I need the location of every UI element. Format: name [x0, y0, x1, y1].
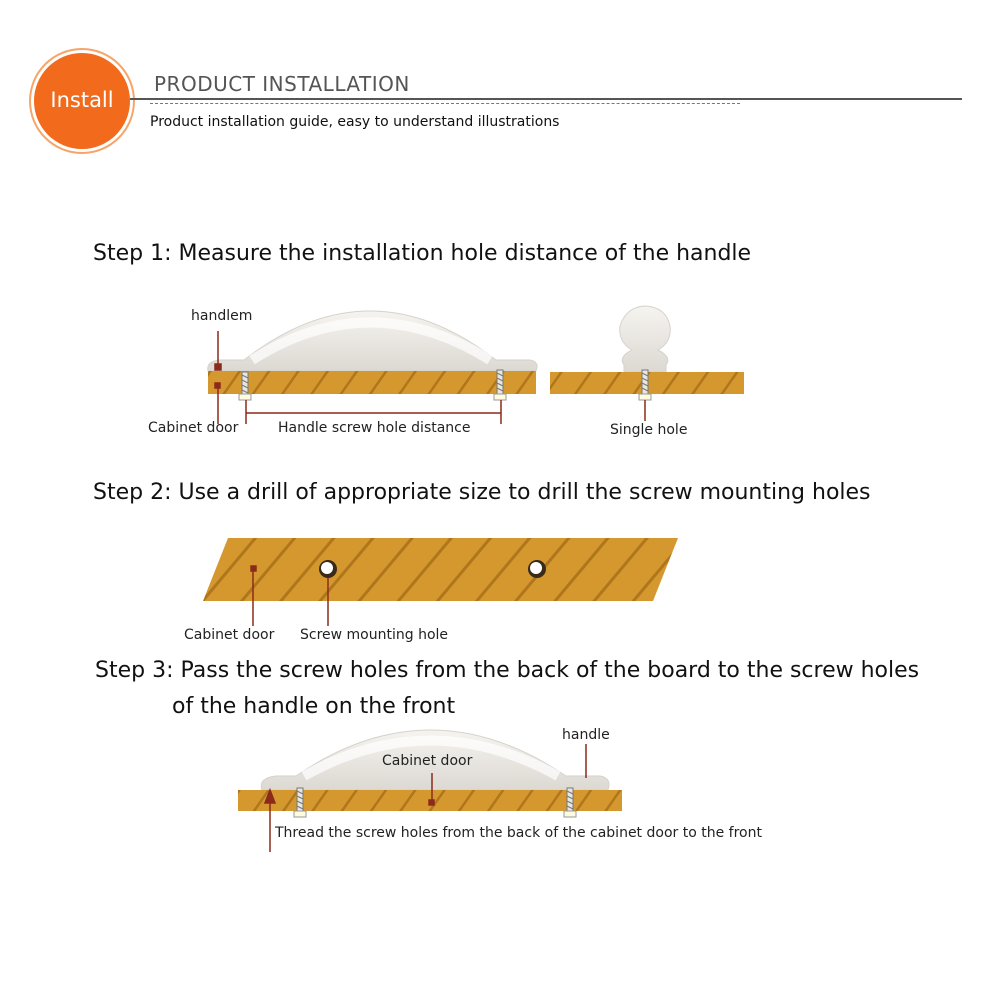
up-arrow-icon — [263, 787, 277, 804]
header-divider — [130, 98, 962, 100]
page-subtitle: Product installation guide, easy to unde… — [150, 114, 560, 130]
page-title: PRODUCT INSTALLATION — [154, 72, 410, 96]
step1-single-hole-label: Single hole — [610, 422, 688, 438]
step3-title-line2: of the handle on the front — [172, 694, 456, 719]
step3-assembled-diagram — [238, 729, 622, 852]
step1-left-screw — [238, 371, 252, 401]
step3-thread-label: Thread the screw holes from the back of … — [275, 825, 762, 841]
step1-title: Step 1: Measure the installation hole di… — [93, 241, 752, 266]
knob-handle — [619, 305, 671, 373]
step1-leader-lines — [214, 331, 502, 424]
install-badge — [34, 53, 130, 149]
step2-title: Step 2: Use a drill of appropriate size … — [93, 480, 871, 505]
step3-leader-lines — [263, 744, 587, 852]
step2-cabinet-door-label: Cabinet door — [184, 627, 275, 643]
step3-right-screw — [563, 787, 577, 818]
step1-double-screw-diagram — [207, 310, 538, 424]
step3-cabinet-door-label: Cabinet door — [382, 753, 473, 769]
step1-cabinet-door-label: Cabinet door — [148, 420, 239, 436]
install-badge-label: Install — [50, 88, 114, 112]
step1-cabinet-door-board — [208, 371, 536, 394]
step2-left-hole — [319, 560, 337, 578]
step2-drilled-board — [203, 538, 678, 626]
step2-right-hole — [528, 560, 546, 578]
step3-handle-label: handle — [562, 727, 610, 743]
single-hole-screw — [638, 369, 652, 401]
step1-right-screw — [493, 369, 507, 401]
header-dashed-divider — [150, 103, 740, 104]
step3-title-line1: Step 3: Pass the screw holes from the ba… — [95, 658, 920, 683]
step3-left-screw — [293, 787, 307, 818]
step2-mounting-hole-label: Screw mounting hole — [300, 627, 449, 643]
step1-screw-distance-label: Handle screw hole distance — [278, 420, 471, 436]
step1-single-hole-diagram — [550, 305, 744, 421]
step1-handle-label: handlem — [191, 308, 253, 324]
step2-leader-lines — [250, 565, 329, 626]
step3-handle — [260, 729, 610, 791]
